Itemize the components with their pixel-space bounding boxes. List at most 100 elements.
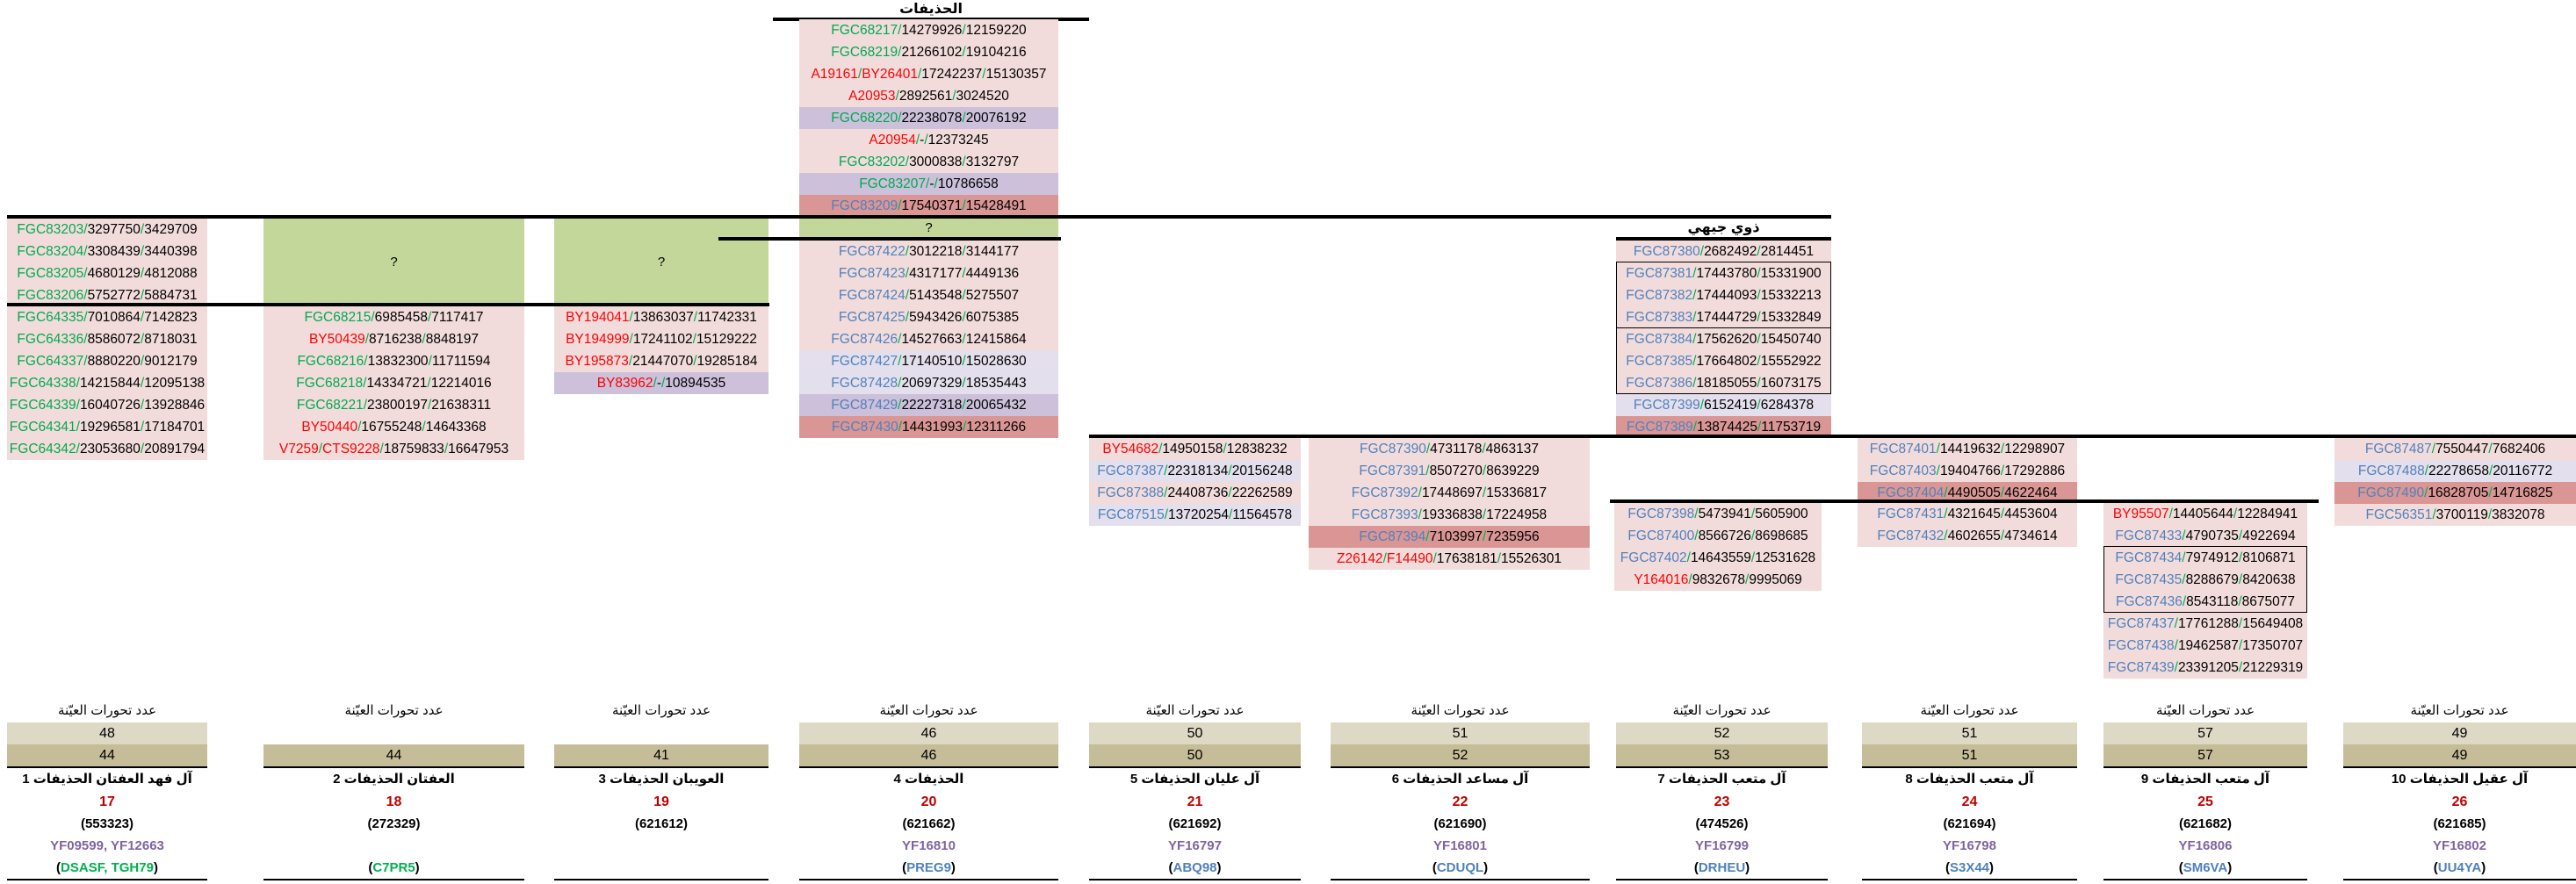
separator: /	[1757, 310, 1761, 325]
sample-count-label: عدد تحورات العيّنة	[1145, 703, 1245, 718]
snp-position: 11742331	[697, 310, 757, 325]
separator: /	[1757, 332, 1761, 347]
snp-position: 8675077	[2241, 594, 2295, 609]
snp-row: FGC87428/20697329/18535443	[799, 372, 1058, 394]
snp-name: FGC87384	[1626, 332, 1693, 347]
sample-family-name: آل متعب الحذيفات 8	[1905, 772, 2034, 787]
separator: /	[898, 198, 902, 213]
snp-position: 5275507	[965, 288, 1020, 303]
snp-row: FGC87385/17664802/15552922	[1616, 350, 1831, 372]
sample-count-2: 53	[1616, 744, 1828, 768]
snp-name: FGC64336	[17, 332, 84, 347]
snp-row: BY83962/-/10894535	[554, 372, 768, 394]
snp-position: 17761288	[2177, 616, 2239, 631]
sample-number: 18	[386, 794, 402, 809]
snp-position: 8880220	[87, 354, 141, 369]
haplotype-id: ABQ98	[1173, 860, 1217, 875]
snp-position: 4731178	[1430, 442, 1483, 456]
snp-name: A20953	[848, 89, 896, 104]
snp-row: FGC83206/5752772/5884731	[7, 284, 207, 306]
snp-position: 4453604	[2004, 507, 2058, 521]
separator: /	[2000, 507, 2005, 521]
haplotype-id: TGH79	[111, 860, 154, 875]
separator: /	[1164, 485, 1168, 500]
snp-position: 15331900	[1760, 266, 1822, 281]
snp-row: FGC68215/6985458/7117417	[263, 306, 524, 328]
snp-row: FGC87389/13874425/11753719	[1616, 416, 1831, 438]
snp-position: 11753719	[1761, 420, 1822, 435]
snp-position: 8718031	[144, 332, 198, 347]
snp-name: FGC87515	[1097, 507, 1165, 522]
snp-position: 4317177	[909, 266, 963, 281]
snp-row: FGC83207/-/10786658	[799, 173, 1058, 195]
separator: /	[898, 23, 902, 38]
separator: /	[1745, 572, 1750, 587]
level4-line	[1610, 499, 2319, 503]
separator: /	[1692, 354, 1697, 369]
separator: /	[1228, 507, 1233, 522]
snp-position: 7117417	[431, 310, 484, 325]
separator: /	[1757, 376, 1761, 391]
separator: /	[1158, 442, 1163, 456]
snp-position: 4922694	[2242, 528, 2296, 543]
snp-position: 13874425	[1697, 420, 1757, 435]
snp-position: -	[656, 376, 661, 391]
sample-number: 23	[1714, 794, 1730, 809]
snp-name: V7259	[278, 442, 319, 456]
snp-position: 15649408	[2242, 616, 2304, 631]
snp-row: FGC87393/19336838/17224958	[1309, 504, 1590, 526]
separator: /	[2182, 550, 2186, 565]
snp-name: F14490	[1386, 551, 1433, 566]
snp-position: 17444729	[1696, 310, 1757, 325]
snp-position: 15526301	[1501, 551, 1562, 566]
sample-yf-ids: YF09599, YF12663	[50, 838, 164, 853]
snp-position: 3000838	[909, 155, 963, 169]
sample-count-1: 52	[1616, 722, 1828, 744]
snp-position: 16073175	[1760, 376, 1822, 391]
snp-position: 12311266	[966, 420, 1027, 435]
snp-position: 13720254	[1168, 507, 1229, 522]
snp-name: FGC87404	[1877, 485, 1945, 500]
snp-name: FGC87438	[2107, 638, 2175, 653]
separator: /	[917, 67, 922, 82]
separator: /	[629, 332, 633, 347]
snp-row: Y164016/9832678/9995069	[1614, 569, 1822, 591]
snp-position: 9012179	[144, 354, 198, 369]
snp-name: BY50439	[308, 332, 365, 347]
snp-name: FGC56351	[2365, 507, 2433, 522]
snp-position: 17448697	[1421, 485, 1483, 500]
snp-row: FGC64336/8586072/8718031	[7, 328, 207, 350]
separator: /	[1699, 398, 1705, 413]
snp-row: FGC64341/19296581/17184701	[7, 416, 207, 438]
paren: (	[2178, 860, 2183, 875]
snp-position: 12284941	[2237, 507, 2298, 521]
snp-name: FGC87385	[1626, 354, 1693, 369]
snp-position: 3832078	[2492, 507, 2545, 522]
snp-position: 16828705	[2428, 485, 2489, 500]
snp-name: FGC87490	[2357, 485, 2425, 500]
snp-position: 21229319	[2242, 660, 2304, 675]
snp-position: 17443780	[1696, 266, 1757, 281]
snp-name: FGC87433	[2115, 528, 2183, 543]
sample-haplotype-ids: (DSASF, TGH79)	[7, 857, 207, 880]
snp-name: FGC87424	[838, 288, 906, 303]
snp-position: 4321645	[1947, 507, 2001, 521]
separator: /	[660, 376, 666, 391]
snp-name: FGC87390	[1360, 442, 1426, 456]
col3-unknown-box: ?	[554, 219, 768, 306]
snp-position: 3144177	[965, 244, 1020, 259]
snp-position: 19104216	[965, 45, 1027, 60]
snp-row: FGC87427/17140510/15028630	[799, 350, 1058, 372]
snp-name: FGC87388	[1097, 485, 1165, 500]
separator: /	[140, 398, 145, 413]
snp-position: 4863137	[1485, 442, 1539, 456]
separator: /	[2182, 594, 2187, 609]
